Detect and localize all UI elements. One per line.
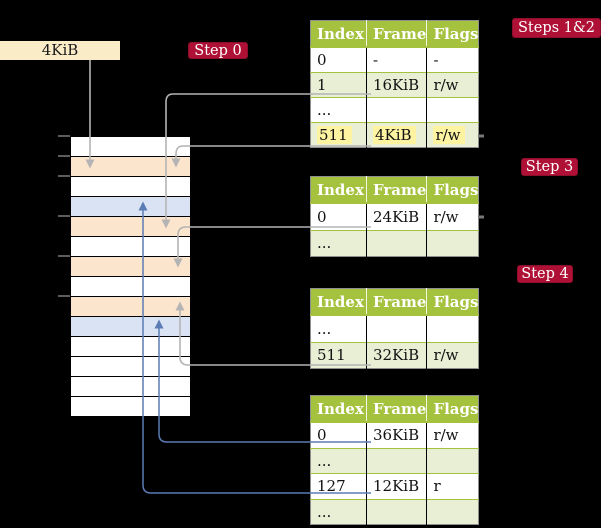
memory-frame-row (71, 177, 190, 197)
cell-flags (426, 97, 479, 123)
cell-frame: 16KiB (365, 72, 427, 98)
step3-page-table: Index Frame Flags 0 24KiB r/w ... (310, 176, 480, 257)
memory-frame-row (71, 277, 190, 297)
memory-frame-row (71, 317, 190, 337)
memory-frame-row (71, 197, 190, 217)
table-row-highlighted: 511 4KiB r/w (310, 122, 479, 148)
cell-frame (365, 314, 427, 342)
stack-address-ticks (58, 135, 70, 297)
cell-frame: 36KiB (365, 421, 427, 448)
col-header-flags: Flags (426, 395, 479, 423)
frame-4kib-label-box: 4KiB (0, 41, 120, 60)
cell-index: ... (310, 97, 367, 123)
cell-index: ... (310, 447, 367, 474)
badge-step-0: Step 0 (188, 42, 248, 59)
table-header-row: Index Frame Flags (310, 288, 479, 316)
memory-frame-row (71, 377, 190, 397)
cell-flags: r/w (426, 72, 479, 98)
col-header-index: Index (310, 20, 367, 48)
memory-frame-row (71, 337, 190, 357)
badge-step-3: Step 3 (521, 158, 578, 176)
steps12-page-table: Index Frame Flags 0 - - 1 16KiB r/w ... … (310, 20, 480, 148)
col-header-flags: Flags (426, 288, 479, 316)
cell-flags: r/w (426, 122, 479, 148)
table-header-row: Index Frame Flags (310, 20, 479, 48)
table-row: 511 32KiB r/w (310, 341, 479, 369)
cell-index: 0 (310, 421, 367, 448)
cell-flags (426, 314, 479, 342)
col-header-frame: Frame (365, 288, 427, 316)
cell-flags: r/w (426, 341, 479, 369)
cell-flags: r/w (426, 421, 479, 448)
cell-flags: r/w (426, 202, 479, 230)
cell-flags: - (426, 46, 479, 73)
physical-memory-stack (70, 136, 191, 417)
cell-frame: 4KiB (365, 122, 427, 148)
col-header-flags: Flags (426, 176, 479, 204)
col-header-index: Index (310, 395, 367, 423)
col-header-index: Index (310, 288, 367, 316)
col-header-flags: Flags (426, 20, 479, 48)
table-row: 127 12KiB r (310, 473, 479, 499)
cell-frame: 24KiB (365, 202, 427, 230)
table-header-row: Index Frame Flags (310, 395, 479, 423)
cell-frame: 32KiB (365, 341, 427, 369)
cell-frame: 12KiB (365, 473, 427, 499)
memory-frame-row (71, 397, 190, 416)
table-row: ... (310, 498, 479, 525)
table-row: 0 36KiB r/w (310, 421, 479, 448)
table-row: ... (310, 314, 479, 342)
cell-frame (365, 447, 427, 474)
cell-index: 511 (310, 341, 367, 369)
cell-flags: r (426, 473, 479, 499)
cell-flags (426, 447, 479, 474)
cell-index: 1 (310, 72, 367, 98)
step4-upper-page-table: Index Frame Flags ... 511 32KiB r/w (310, 288, 480, 369)
cell-flags (426, 229, 479, 257)
col-header-index: Index (310, 176, 367, 204)
cell-frame (365, 97, 427, 123)
badge-step-4: Step 4 (517, 265, 573, 283)
cell-flags (426, 498, 479, 525)
frame-4kib-label: 4KiB (41, 41, 79, 59)
step4-lower-page-table: Index Frame Flags 0 36KiB r/w ... 127 12… (310, 395, 480, 525)
cell-frame (365, 498, 427, 525)
col-header-frame: Frame (365, 20, 427, 48)
cell-index: 0 (310, 46, 367, 73)
cell-index: 127 (310, 473, 367, 499)
cell-index: 0 (310, 202, 367, 230)
col-header-frame: Frame (365, 176, 427, 204)
cell-index: 511 (310, 122, 367, 148)
table-row: 1 16KiB r/w (310, 72, 479, 98)
table-row: 0 24KiB r/w (310, 202, 479, 230)
table-row: ... (310, 447, 479, 474)
memory-frame-row (71, 297, 190, 317)
memory-frame-row (71, 217, 190, 237)
memory-frame-row (71, 237, 190, 257)
table-row: ... (310, 229, 479, 257)
cell-frame (365, 229, 427, 257)
badge-steps-1-2: Steps 1&2 (512, 18, 601, 38)
cell-index: ... (310, 229, 367, 257)
table-header-row: Index Frame Flags (310, 176, 479, 204)
memory-frame-row (71, 157, 190, 177)
memory-frame-row (71, 257, 190, 277)
cell-index: ... (310, 498, 367, 525)
table-row: ... (310, 97, 479, 123)
memory-frame-row (71, 137, 190, 157)
memory-frame-row (71, 357, 190, 377)
cell-index: ... (310, 314, 367, 342)
cell-frame: - (365, 46, 427, 73)
col-header-frame: Frame (365, 395, 427, 423)
table-row: 0 - - (310, 46, 479, 73)
